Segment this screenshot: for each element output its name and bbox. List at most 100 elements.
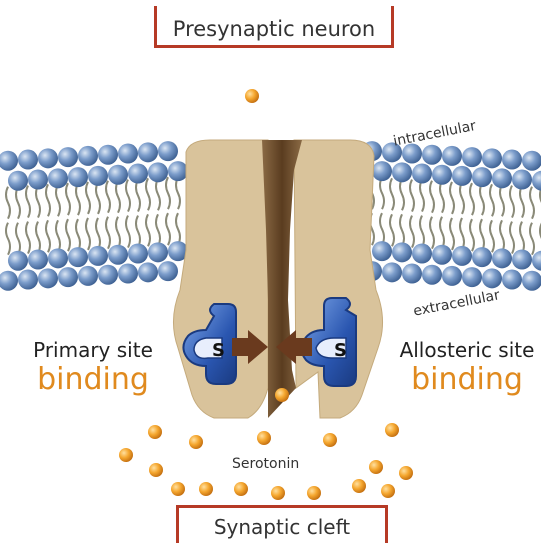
membrane-head: [68, 167, 88, 187]
lipid-tail: [156, 214, 160, 246]
membrane-head: [108, 245, 128, 265]
membrane-head: [98, 145, 118, 165]
synaptic-cleft-label: Synaptic cleft: [176, 505, 388, 543]
membrane-head: [442, 146, 462, 166]
membrane-head: [138, 262, 158, 282]
membrane-head: [412, 164, 432, 184]
lipid-tail: [430, 217, 434, 249]
serotonin-molecule: [381, 484, 395, 498]
membrane-head: [492, 248, 512, 268]
serotonin-molecule: [245, 89, 259, 103]
membrane-head: [128, 244, 148, 264]
lipid-tail: [6, 187, 10, 219]
membrane-head: [532, 171, 541, 191]
lipid-tail: [530, 187, 534, 219]
lipid-tail: [520, 222, 524, 254]
serotonin-molecule: [399, 466, 413, 480]
membrane-head: [98, 265, 118, 285]
membrane-head: [452, 166, 472, 186]
membrane-head: [522, 271, 541, 291]
serotonin-molecule: [369, 460, 383, 474]
membrane-head: [8, 251, 28, 271]
membrane-head: [502, 150, 522, 170]
membrane-head: [462, 267, 482, 287]
lipid-tail: [450, 182, 454, 214]
primary-site-subtitle: binding: [18, 362, 168, 397]
lipid-tail: [96, 182, 100, 214]
lipid-tail: [176, 177, 180, 209]
serotonin-molecule: [171, 482, 185, 496]
membrane-head: [88, 166, 108, 186]
serotonin-molecule: [275, 388, 289, 402]
lipid-tail: [510, 222, 514, 254]
serotonin-molecule: [307, 486, 321, 500]
serotonin-molecule: [148, 425, 162, 439]
lipid-tail: [106, 181, 110, 213]
lipid-tail: [440, 181, 444, 213]
membrane-head: [58, 267, 78, 287]
membrane-head: [372, 161, 392, 181]
lipid-tail: [500, 220, 504, 252]
lipid-tail: [420, 180, 424, 212]
lipid-tail: [36, 186, 40, 218]
lipid-tail: [520, 186, 524, 218]
lipid-tail: [66, 219, 70, 251]
lipid-tail: [470, 183, 474, 215]
lipid-tail: [500, 184, 504, 216]
membrane-head: [452, 246, 472, 266]
membrane-head: [492, 168, 512, 188]
allosteric-site-caption: Allosteric site binding: [392, 338, 541, 397]
serotonin-label: Serotonin: [232, 456, 299, 472]
serotonin-molecule: [199, 482, 213, 496]
membrane-head: [138, 142, 158, 162]
lipid-tail: [56, 184, 60, 216]
lipid-tail: [6, 223, 10, 255]
lipid-tail: [480, 219, 484, 251]
lipid-tail: [440, 217, 444, 249]
membrane-head: [88, 246, 108, 266]
serotonin-molecule: [385, 423, 399, 437]
membrane-head: [48, 248, 68, 268]
membrane-head: [412, 244, 432, 264]
membrane-head: [148, 242, 168, 262]
serotonin-molecule: [323, 433, 337, 447]
lipid-tail: [166, 213, 170, 245]
membrane-head: [472, 167, 492, 187]
membrane-head: [158, 261, 178, 281]
membrane-head: [78, 146, 98, 166]
lipid-tail: [176, 213, 180, 245]
lipid-tail: [106, 217, 110, 249]
membrane-head: [432, 245, 452, 265]
membrane-head: [512, 170, 532, 190]
serotonin-molecule: [189, 435, 203, 449]
membrane-head: [158, 141, 178, 161]
allosteric-site-subtitle: binding: [392, 362, 541, 397]
lipid-tail: [460, 218, 464, 250]
lipid-tail: [460, 182, 464, 214]
lipid-tail: [146, 178, 150, 210]
lipid-tail: [400, 178, 404, 210]
membrane-head: [502, 270, 522, 290]
serotonin-molecule: [119, 448, 133, 462]
lipid-tail: [380, 177, 384, 209]
membrane-head: [0, 271, 18, 291]
membrane-head: [128, 164, 148, 184]
lipid-tail: [490, 220, 494, 252]
membrane-head: [58, 147, 78, 167]
serotonin-molecule: [257, 431, 271, 445]
lipid-tail: [390, 178, 394, 210]
lipid-tail: [16, 187, 20, 219]
lipid-tail: [26, 186, 30, 218]
serotonin-molecule: [352, 479, 366, 493]
lipid-tail: [380, 213, 384, 245]
lipid-tail: [136, 216, 140, 248]
lipid-tail: [86, 218, 90, 250]
lipid-tail: [400, 214, 404, 246]
serotonin-molecule: [271, 486, 285, 500]
lipid-tail: [126, 216, 130, 248]
membrane-head: [422, 265, 442, 285]
membrane-head: [382, 262, 402, 282]
lipid-tail: [156, 178, 160, 210]
allosteric-site-letter: S: [334, 340, 347, 361]
membrane-head: [48, 168, 68, 188]
